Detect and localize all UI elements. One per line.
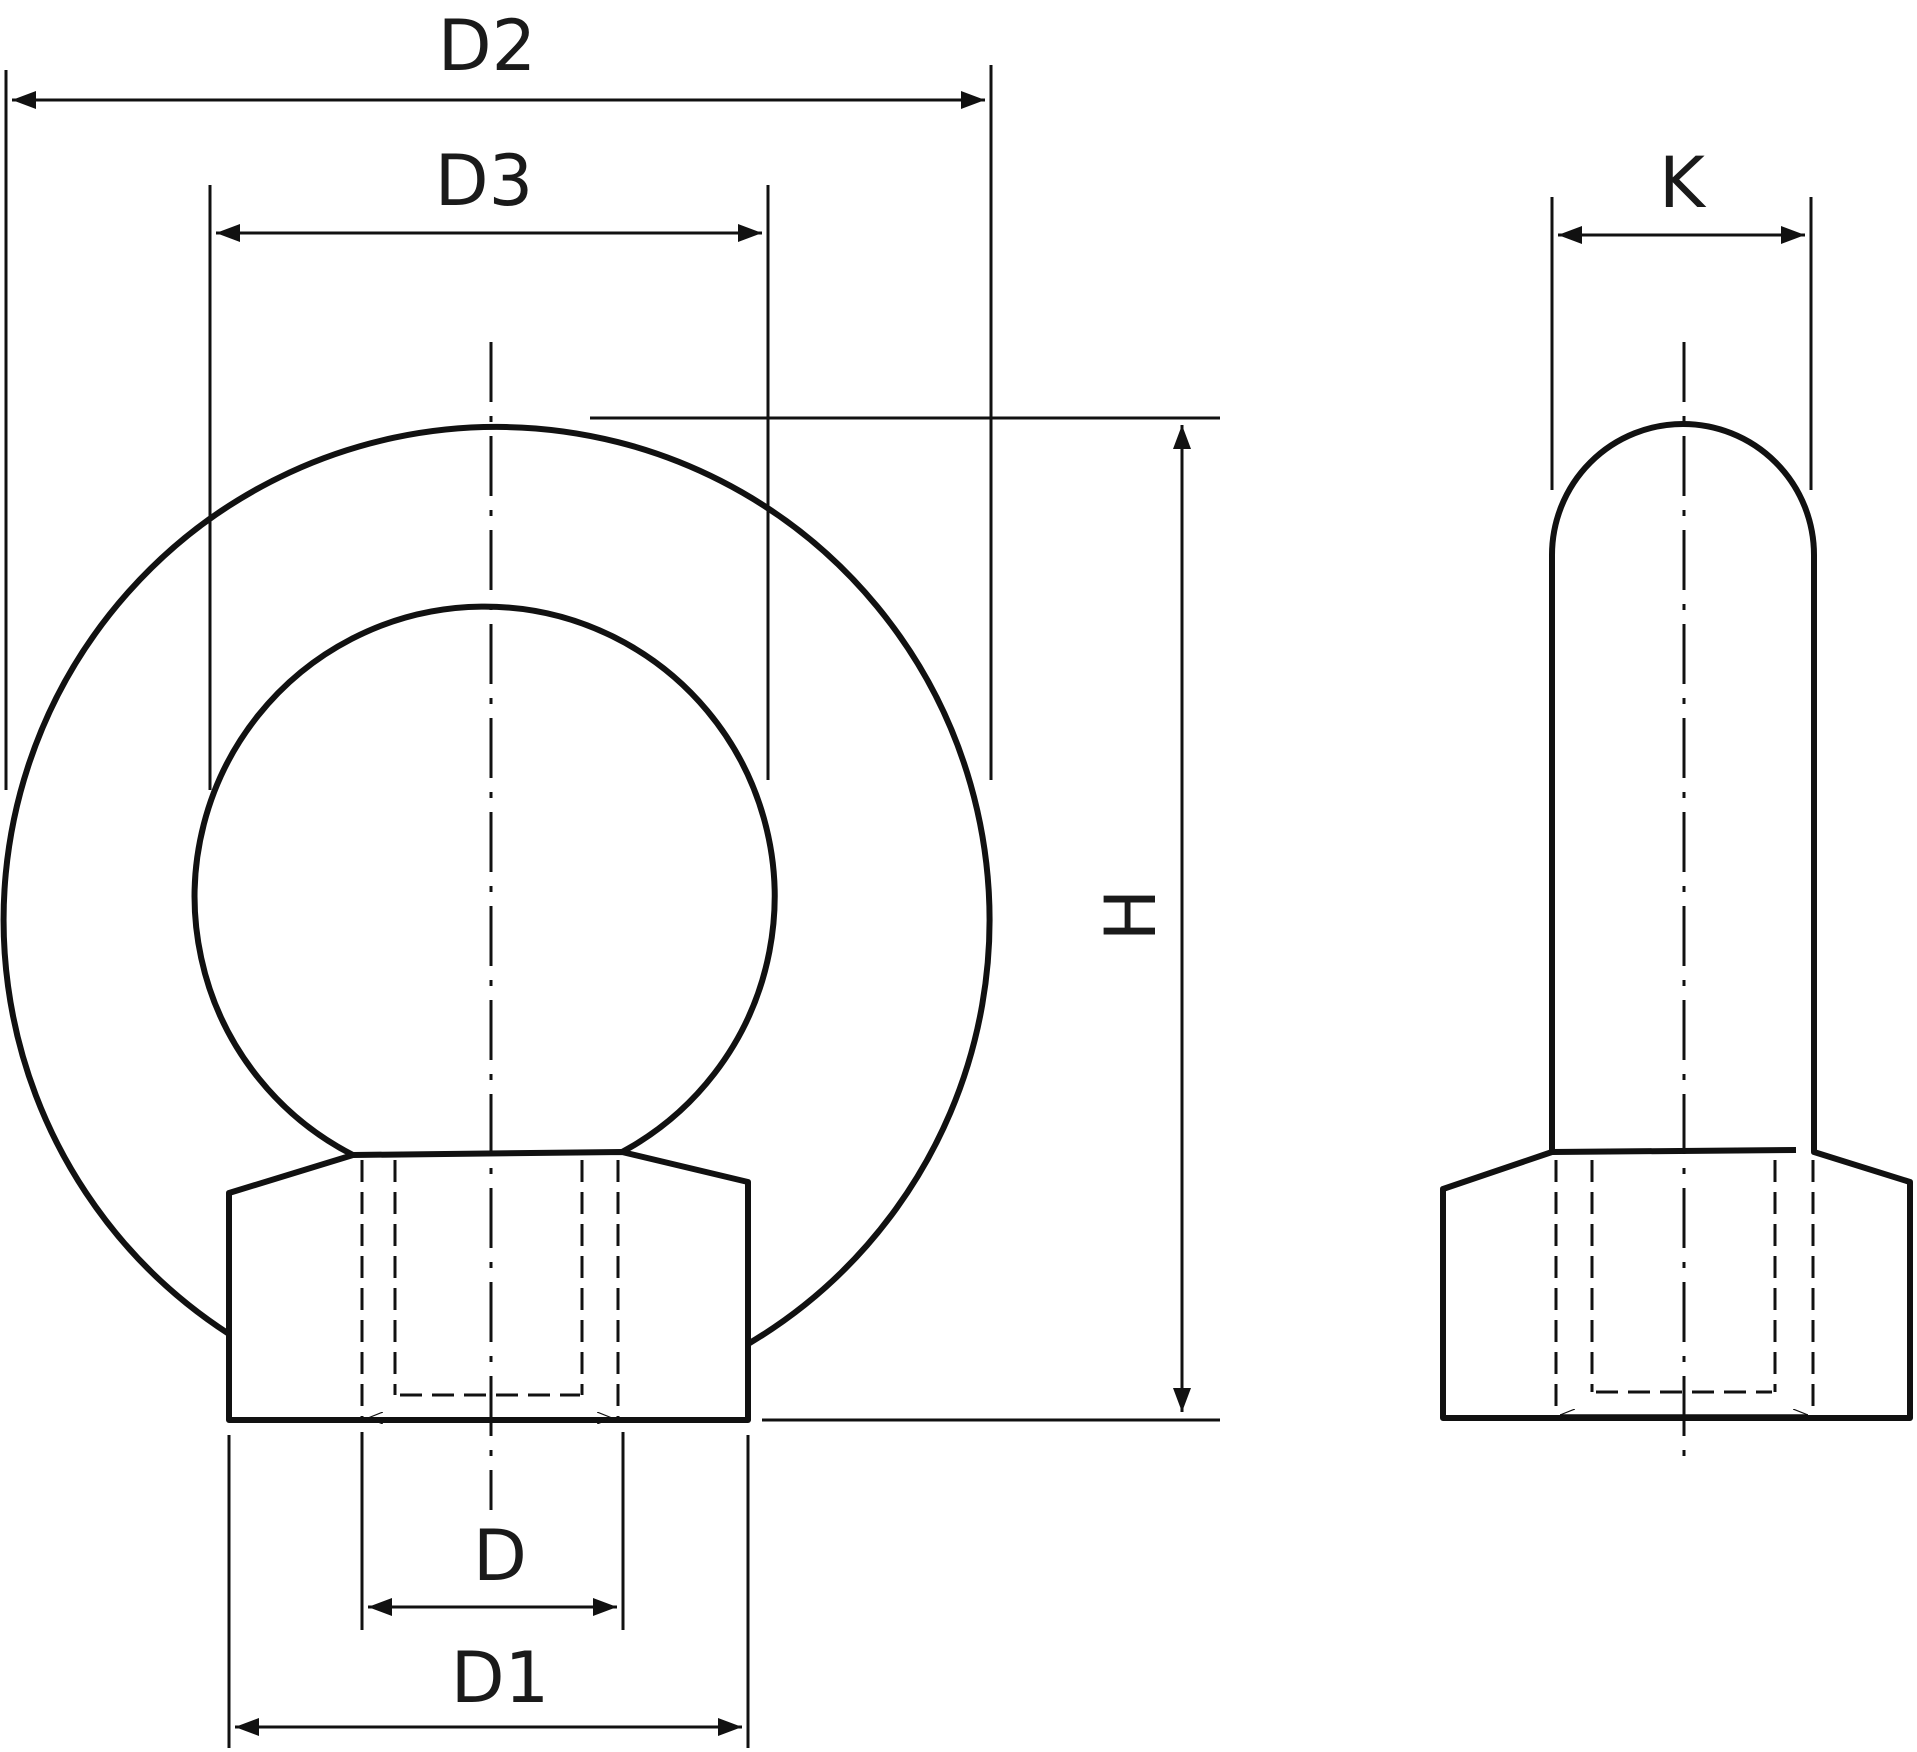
front-view: [0, 342, 993, 1510]
hidden-thread-lines: [360, 1160, 620, 1418]
h-label: H: [1090, 889, 1172, 942]
k-label: K: [1659, 142, 1707, 224]
nut-body: [226, 1149, 751, 1423]
d-label: D: [473, 1515, 527, 1597]
side-profile: [1440, 421, 1913, 1421]
side-view: [1440, 342, 1913, 1462]
d2-label: D2: [438, 5, 536, 87]
side-hidden-thread-lines: [1554, 1160, 1815, 1416]
outer-ring: [0, 424, 993, 1347]
d3-label: D3: [435, 140, 533, 222]
dimension-lines: [4, 65, 1813, 1748]
inner-hole: [191, 603, 778, 1158]
d1-label: D1: [451, 1637, 549, 1719]
